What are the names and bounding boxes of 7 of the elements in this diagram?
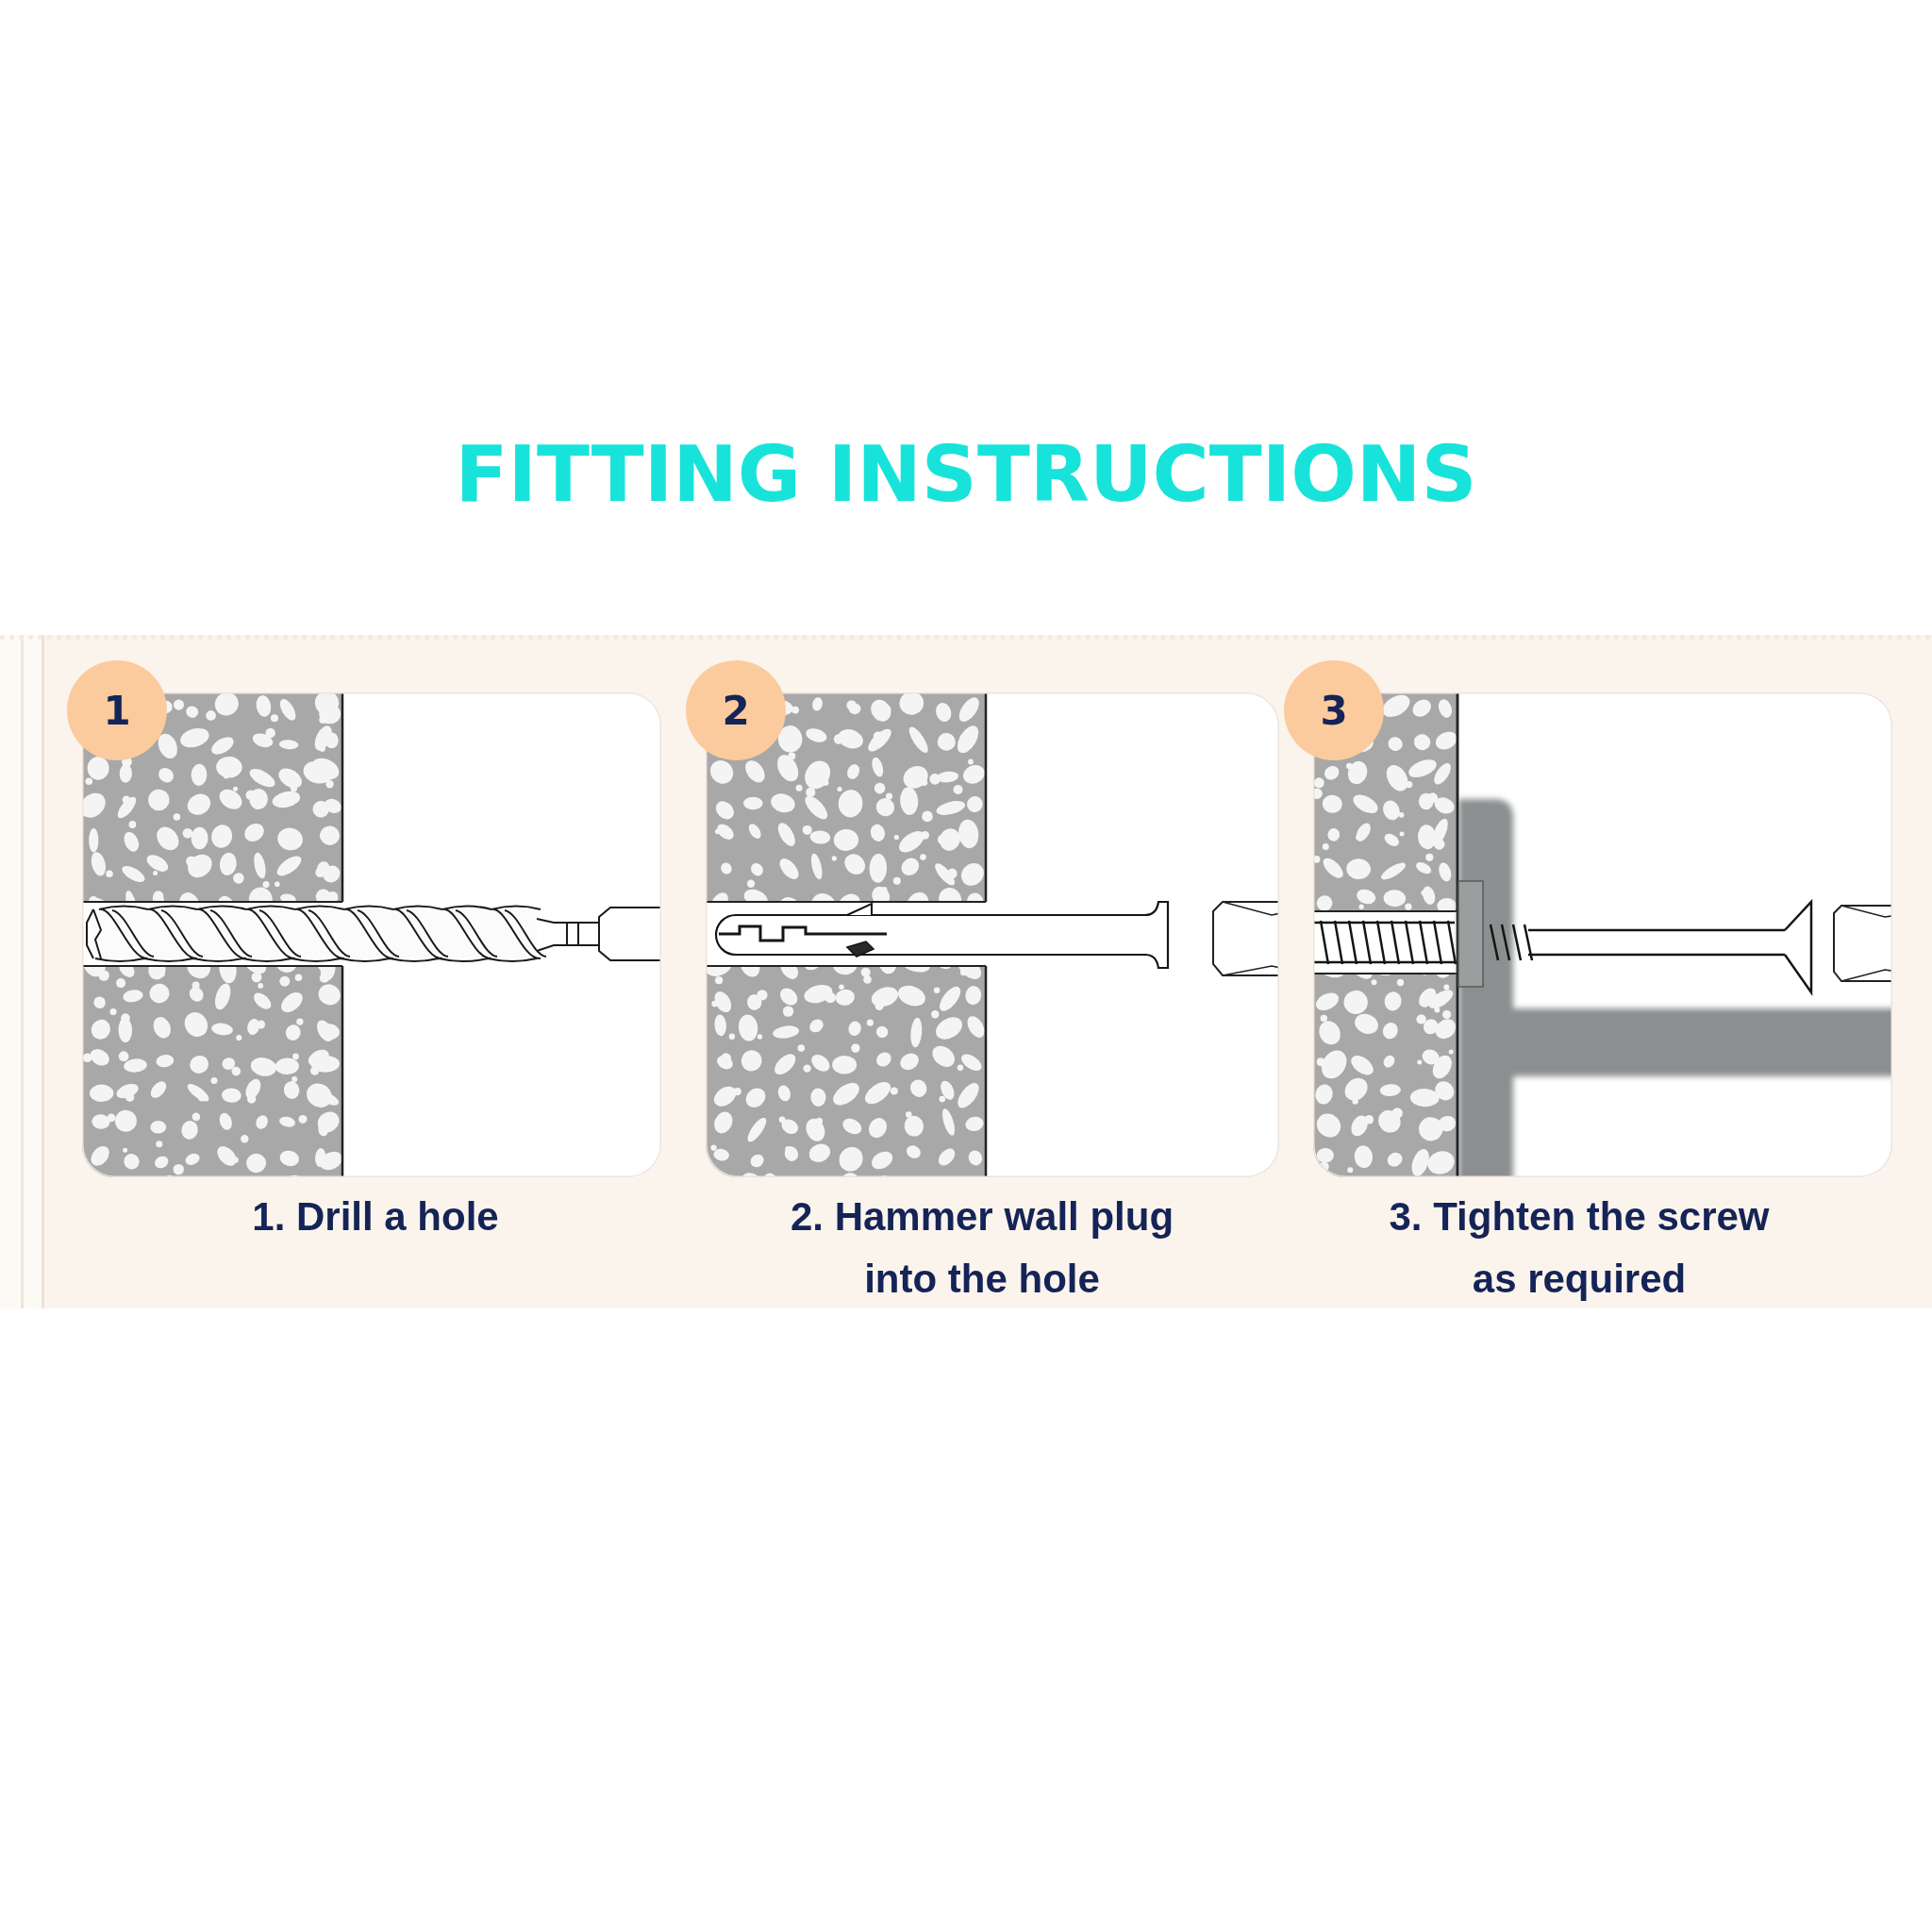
step-caption: 1. Drill a hole	[251, 1193, 500, 1241]
step-number: 3	[1284, 660, 1384, 760]
step-caption: 2. Hammer wall plug into the hole	[789, 1193, 1175, 1303]
step-caption: 3. Tighten the screw as required	[1388, 1193, 1771, 1303]
step-number: 1	[67, 660, 167, 760]
page-title: FITTING INSTRUCTIONS	[455, 432, 1477, 518]
step-number: 2	[686, 660, 786, 760]
